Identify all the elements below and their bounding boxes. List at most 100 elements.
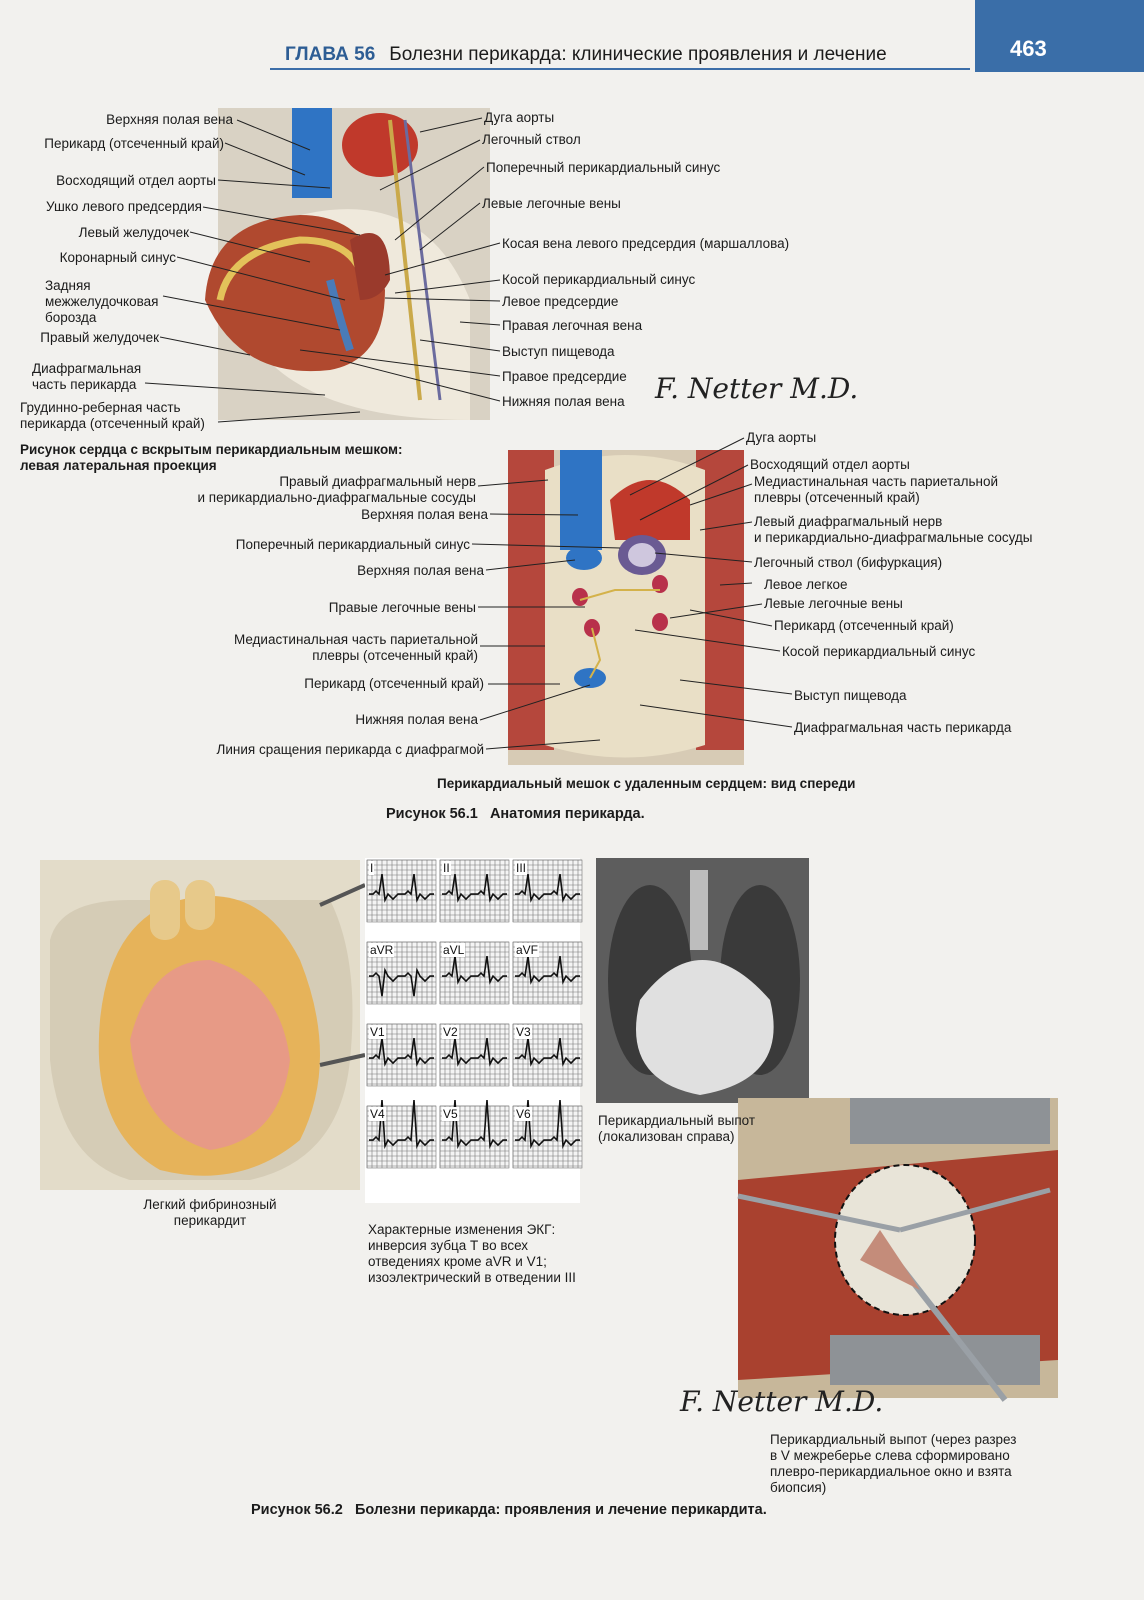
label-pericardium-cut-r: Перикард (отсеченный край) — [774, 618, 954, 633]
ecg-lead-label: V6 — [515, 1107, 532, 1121]
label-posterior-groove-3: борозда — [45, 310, 97, 325]
fibrinous-pericarditis-illustration — [40, 860, 366, 1190]
netter-signature-2: F. Netter M.D. — [680, 1385, 884, 1418]
label-right-atrium: Правое предсердие — [502, 369, 627, 384]
label-pulmonary-trunk: Легочный ствол — [482, 132, 581, 147]
label-pericardium-cut-edge: Перикард (отсеченный край) — [44, 136, 224, 151]
label-left-lung: Левое легкое — [764, 577, 848, 592]
label-right-ventricle: Правый желудочек — [40, 330, 159, 345]
label-sternocostal-part-2: перикарда (отсеченный край) — [20, 416, 205, 431]
label-oblique-sinus-2: Косой перикардиальный синус — [782, 644, 976, 659]
label-left-ventricle: Левый желудочек — [78, 225, 189, 240]
label-diaphragmatic-part-2: часть перикарда — [32, 377, 137, 392]
label-inferior-vena-cava: Нижняя полая вена — [502, 394, 625, 409]
ecg-caption: Характерные изменения ЭКГ: инверсия зубц… — [368, 1222, 576, 1286]
label-right-phrenic-nerve-2: и перикардиально-диафрагмальные сосуды — [197, 490, 477, 505]
ecg-waveform — [369, 1100, 434, 1150]
label-sternocostal-part-1: Грудинно-реберная часть — [20, 400, 181, 415]
ecg-waveform — [515, 1100, 580, 1150]
heart-caption-line1: Легкий фибринозный — [143, 1197, 277, 1212]
bottom-panel-caption: Перикардиальный мешок с удаленным сердце… — [437, 776, 856, 791]
label-left-phrenic-nerve-2: и перикардиально-диафрагмальные сосуды — [754, 530, 1033, 545]
label-diaphragmatic-part-r: Диафрагмальная часть перикарда — [794, 720, 1012, 735]
ecg-lead-label: V1 — [369, 1025, 386, 1039]
ecg-waveform — [515, 955, 580, 985]
label-right-pulmonary-veins: Правые легочные вены — [328, 600, 476, 615]
ecg-waveform — [442, 1100, 507, 1150]
label-right-phrenic-nerve-1: Правый диафрагмальный нерв — [279, 474, 476, 489]
label-left-pulmonary-veins-2: Левые легочные вены — [764, 596, 903, 611]
top-panel-caption-line2: левая латеральная проекция — [20, 458, 217, 473]
label-ascending-aorta-2: Восходящий отдел аорты — [750, 457, 910, 472]
label-pericardium-cut-2: Перикард (отсеченный край) — [304, 676, 484, 691]
label-diaphragmatic-part-1: Диафрагмальная — [32, 361, 142, 376]
chapter-label: ГЛАВА 56 — [285, 44, 376, 65]
ecg-lead-label: V2 — [442, 1025, 459, 1039]
ecg-waveform — [515, 1037, 580, 1067]
xray-caption: Перикардиальный выпот (локализован справ… — [598, 1113, 755, 1145]
label-transverse-sinus-2: Поперечный перикардиальный синус — [235, 537, 470, 552]
ecg-waveform — [442, 873, 507, 903]
figure-56-2-caption: Рисунок 56.2 Болезни перикарда: проявлен… — [251, 1502, 767, 1518]
label-superior-vena-cava: Верхняя полая вена — [106, 112, 233, 127]
ecg-waveform — [369, 873, 434, 903]
chest-xray-image — [596, 858, 809, 1103]
ecg-caption-line4: изоэлектрический в отведении III — [368, 1270, 576, 1285]
xray-caption-line2: (локализован справа) — [598, 1129, 735, 1144]
ecg-waveform — [442, 955, 507, 985]
label-mediastinal-pleura-r2: плевры (отсеченный край) — [754, 490, 920, 505]
surgery-caption: Перикардиальный выпот (через разрез в V … — [770, 1432, 1016, 1496]
label-mediastinal-pleura-r1: Медиастинальная часть париетальной — [754, 474, 999, 489]
ecg-caption-line1: Характерные изменения ЭКГ: — [368, 1222, 556, 1237]
label-esophageal-bulge-2: Выступ пищевода — [794, 688, 907, 703]
ecg-lead-label: III — [515, 861, 528, 875]
pericardial-window-surgery-illustration — [737, 1098, 1058, 1402]
label-esophageal-bulge: Выступ пищевода — [502, 344, 615, 359]
ecg-cell — [366, 859, 437, 923]
heart-lateral-illustration — [205, 108, 490, 420]
label-oblique-sinus: Косой перикардиальный синус — [502, 272, 696, 287]
ecg-lead-label: aVL — [442, 943, 466, 957]
label-diaphragm-fusion-line: Линия сращения перикарда с диафрагмой — [216, 742, 484, 757]
label-svc-2: Верхняя полая вена — [357, 563, 484, 578]
leader-lines-bottom — [471, 437, 793, 750]
label-posterior-groove-2: межжелудочковая — [45, 294, 159, 309]
surgery-caption-line3: плевро-перикардиальное окно и взята — [770, 1464, 1012, 1479]
label-left-phrenic-nerve-1: Левый диафрагмальный нерв — [754, 514, 943, 529]
leader-lines-top — [144, 117, 501, 423]
label-coronary-sinus: Коронарный синус — [59, 250, 176, 265]
figure-56-2-text: Болезни перикарда: проявления и лечение … — [354, 1502, 767, 1518]
label-mediastinal-pleura-2: плевры (отсеченный край) — [312, 648, 478, 663]
page-number: 463 — [1010, 36, 1047, 61]
ecg-lead-label: V3 — [515, 1025, 532, 1039]
figure-56-1-number: Рисунок 56.1 — [386, 806, 478, 822]
xray-caption-line1: Перикардиальный выпот — [598, 1113, 756, 1128]
ecg-lead-label: aVR — [369, 943, 395, 957]
label-left-atrium: Левое предсердие — [502, 294, 619, 309]
ecg-lead-label: II — [442, 861, 451, 875]
ecg-lead-label: I — [369, 861, 375, 875]
figure-56-2-number: Рисунок 56.2 — [251, 1502, 343, 1518]
figure-56-1-text: Анатомия перикарда. — [489, 806, 645, 822]
surgery-caption-line4: биопсия) — [770, 1480, 827, 1495]
surgery-caption-line1: Перикардиальный выпот (через разрез — [770, 1432, 1017, 1447]
page-corner-tab — [975, 0, 1144, 72]
label-left-pulmonary-veins: Левые легочные вены — [482, 196, 621, 211]
label-ivc-2: Нижняя полая вена — [355, 712, 478, 727]
label-oblique-vein: Косая вена левого предсердия (маршаллова… — [502, 236, 790, 251]
ecg-panel — [365, 858, 583, 1203]
ecg-lead-label: V5 — [442, 1107, 459, 1121]
label-svc-1: Верхняя полая вена — [361, 507, 488, 522]
ecg-cell — [439, 859, 510, 923]
ecg-waveform — [369, 967, 434, 997]
label-pulmonary-bifurcation: Легочный ствол (бифуркация) — [754, 555, 943, 570]
label-transverse-sinus: Поперечный перикардиальный синус — [486, 160, 721, 175]
ecg-caption-line3: отведениях кроме aVR и V1; — [368, 1254, 547, 1269]
heart-caption-line2: перикардит — [173, 1213, 247, 1228]
label-left-auricle: Ушко левого предсердия — [45, 199, 202, 214]
ecg-lead-label: aVF — [515, 943, 540, 957]
ecg-lead-label: V4 — [369, 1107, 386, 1121]
netter-signature-1: F. Netter M.D. — [655, 372, 859, 405]
